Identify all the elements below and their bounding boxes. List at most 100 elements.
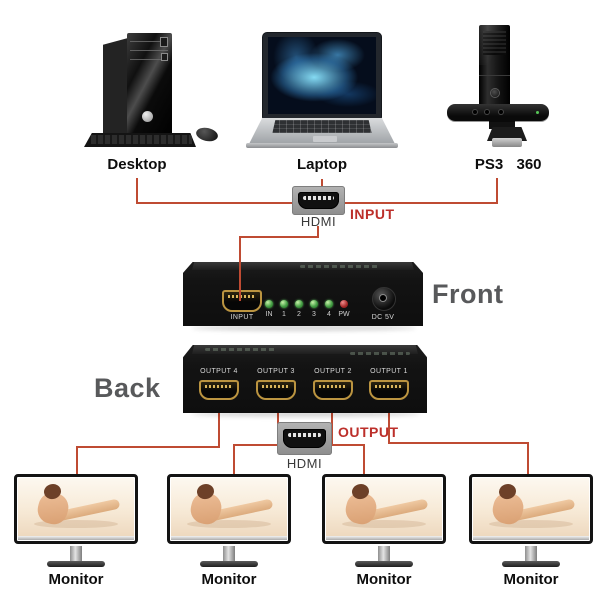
back-box-top-face: [192, 345, 418, 354]
input-tag: INPUT: [350, 206, 395, 222]
output2-port-label: OUTPUT 2: [314, 368, 352, 375]
tower-front-panel: [127, 33, 172, 135]
led-pw: [340, 300, 348, 308]
kinect-lens: [473, 110, 477, 114]
desktop-label: Desktop: [107, 156, 167, 173]
front-input-port: [222, 290, 262, 312]
monitor-stand: [378, 546, 390, 562]
kinect-led: [536, 111, 539, 114]
xbox360-label: 360: [516, 156, 542, 173]
screen-art: [489, 520, 573, 529]
monitor-1: [14, 474, 138, 544]
led-in: [265, 300, 273, 308]
console-stand: [487, 127, 527, 141]
hp-logo: [142, 111, 153, 122]
back-box-shadow: [192, 411, 420, 417]
output3-port: [256, 380, 296, 400]
monitor-stand: [223, 546, 235, 562]
led-label-1: 1: [282, 311, 286, 318]
console-gloss: [479, 25, 510, 66]
back-box-branding2: [350, 352, 410, 355]
monitor-stand: [525, 546, 537, 562]
front-box-branding: [300, 265, 380, 268]
wire-output4-down: [218, 413, 220, 448]
laptop-label: Laptop: [297, 156, 347, 173]
wire-output2-down: [331, 413, 333, 446]
monitor-2-label: Monitor: [201, 571, 257, 588]
input-hdmi-text: HDMI: [300, 214, 337, 229]
wire-output1-across: [388, 442, 529, 444]
wire-monitor4-drop: [527, 442, 529, 476]
drive-bay-line: [130, 41, 168, 42]
output2-port: [313, 380, 353, 400]
led-label-pw: PW: [338, 311, 350, 318]
led-2: [295, 300, 303, 308]
back-caption: Back: [94, 373, 161, 403]
hdmi-plug: [298, 192, 339, 209]
console-stand-face: [492, 138, 522, 147]
monitor-bezel: [326, 536, 442, 540]
ps3-label: PS3: [474, 156, 504, 173]
wire-monitor1-drop: [76, 446, 78, 476]
output-hdmi-connector: [277, 422, 332, 455]
screen-art: [187, 520, 271, 529]
drive-eject-button: [160, 37, 168, 47]
wire-laptop-down: [321, 179, 323, 189]
wire-output1-down: [388, 413, 390, 444]
wire-monitor2-drop: [233, 444, 235, 477]
led-4: [325, 300, 333, 308]
wire-input-across: [239, 236, 319, 238]
monitor-bezel: [473, 536, 589, 540]
hdmi-plug: [283, 429, 326, 448]
monitor-screen: [326, 478, 442, 536]
led-1: [280, 300, 288, 308]
monitor-2: [167, 474, 291, 544]
monitor-bezel: [171, 536, 287, 540]
wire-monitor3-drop: [363, 444, 365, 476]
tower-side-panel: [103, 38, 128, 135]
power-button: [161, 53, 168, 61]
console-vents: [483, 31, 506, 55]
led-3: [310, 300, 318, 308]
output4-port-label: OUTPUT 4: [200, 368, 238, 375]
monitor-base: [200, 561, 258, 567]
drive-bay-line: [130, 50, 168, 51]
front-box-shadow: [192, 325, 416, 331]
led-label-2: 2: [297, 311, 301, 318]
monitor-4-label: Monitor: [503, 571, 559, 588]
laptop-keys: [272, 120, 372, 133]
input-hdmi-connector: [292, 186, 345, 215]
dc-power-jack: [372, 287, 396, 311]
led-label-4: 4: [327, 311, 331, 318]
hdmi-contacts: [303, 196, 334, 200]
laptop-wallpaper: [268, 37, 376, 114]
laptop-screen: [263, 33, 381, 119]
kinect-sensor-bar: [447, 104, 549, 121]
laptop-front-edge: [246, 143, 398, 148]
output1-port: [369, 380, 409, 400]
console-power-button: [491, 89, 499, 97]
led-label-in: IN: [265, 311, 273, 318]
monitor-3-label: Monitor: [356, 571, 412, 588]
kinect-mount: [489, 120, 515, 129]
output1-port-label: OUTPUT 1: [370, 368, 408, 375]
wire-into-input-port: [239, 236, 241, 301]
output-tag: OUTPUT: [338, 424, 399, 440]
front-caption: Front: [432, 279, 504, 309]
kinect-lens: [499, 110, 503, 114]
drive-bay-line: [130, 59, 168, 60]
wire-input-drop: [317, 226, 319, 238]
dc-jack-label: DC 5V: [371, 314, 395, 321]
mouse-illustration: [194, 125, 220, 144]
output-hdmi-text: HDMI: [286, 456, 323, 471]
monitor-stand: [70, 546, 82, 562]
monitor-screen: [171, 478, 287, 536]
wire-output3-across: [233, 444, 279, 446]
monitor-1-label: Monitor: [48, 571, 104, 588]
monitor-bezel: [18, 536, 134, 540]
laptop-touchpad: [313, 136, 338, 142]
wire-desktop-across: [136, 202, 294, 204]
front-input-port-label: INPUT: [230, 314, 254, 321]
led-label-3: 3: [312, 311, 316, 318]
wire-console-across: [345, 202, 498, 204]
